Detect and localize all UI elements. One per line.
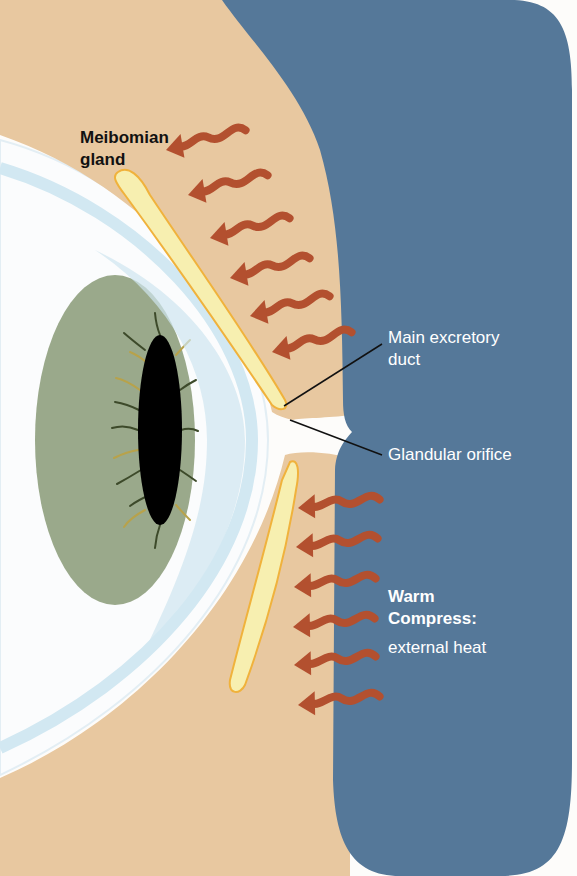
heat-arrow <box>163 119 248 162</box>
iris <box>35 275 195 605</box>
heat-arrow <box>227 247 312 290</box>
compress-heading: Warm Compress: <box>388 586 498 630</box>
heat-arrow <box>185 164 270 207</box>
gland-label: Meibomian gland <box>80 127 180 171</box>
compress-body: external heat <box>388 637 538 659</box>
upper-meibomian-gland <box>115 170 286 409</box>
compress-shape <box>222 0 572 876</box>
compress-outline <box>215 0 577 876</box>
orifice-label: Glandular orifice <box>388 444 563 466</box>
heat-arrow <box>269 321 354 364</box>
lower-meibomian-gland <box>230 461 298 692</box>
warm-compress: Warm Compress: external heat <box>215 0 577 876</box>
duct-label: Main excretory duct <box>388 327 528 371</box>
lower-eyelid <box>0 452 350 876</box>
pupil <box>138 335 182 525</box>
heat-arrow <box>247 285 332 328</box>
heat-arrow <box>207 207 292 250</box>
